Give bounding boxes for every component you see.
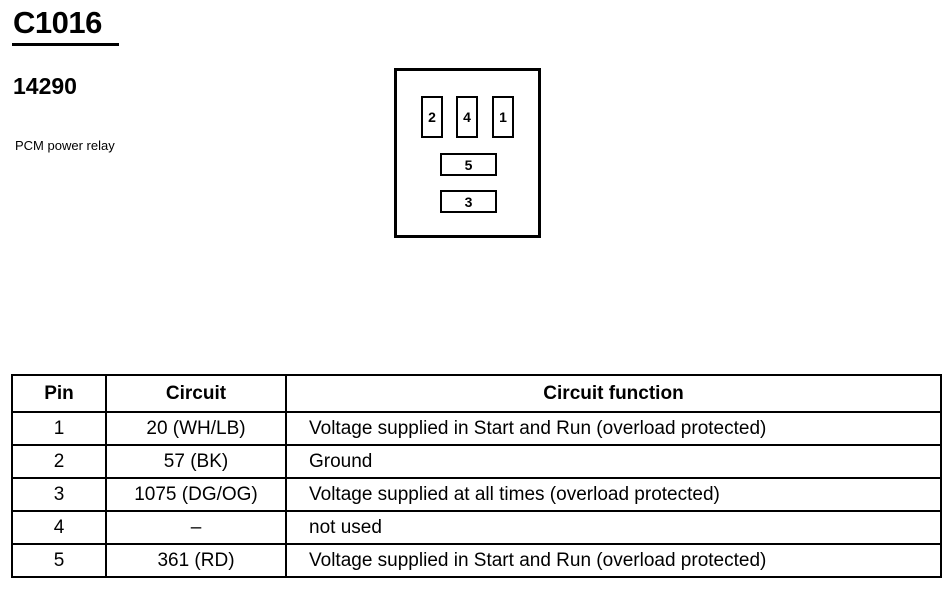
header-pin: Pin — [11, 374, 107, 413]
pin-cell: 3 — [11, 477, 107, 512]
pin-1-terminal: 1 — [492, 96, 514, 138]
pin-5-terminal: 5 — [440, 153, 497, 176]
pin-cell: 1 — [11, 411, 107, 446]
connector-id: C1016 — [13, 5, 102, 40]
pin-table: Pin Circuit Circuit function 1 20 (WH/LB… — [11, 374, 942, 578]
pin-4-terminal: 4 — [456, 96, 478, 138]
table-row: 5 361 (RD) Voltage supplied in Start and… — [11, 543, 942, 578]
circuit-cell: 20 (WH/LB) — [105, 411, 287, 446]
table-row: 4 – not used — [11, 510, 942, 545]
pin-cell: 4 — [11, 510, 107, 545]
circuit-cell: 57 (BK) — [105, 444, 287, 479]
header-circuit-function: Circuit function — [285, 374, 942, 413]
function-cell: Voltage supplied at all times (overload … — [285, 477, 942, 512]
function-cell: not used — [285, 510, 942, 545]
pin-cell: 2 — [11, 444, 107, 479]
table-row: 2 57 (BK) Ground — [11, 444, 942, 479]
table-row: 3 1075 (DG/OG) Voltage supplied at all t… — [11, 477, 942, 512]
pin-cell: 5 — [11, 543, 107, 578]
function-cell: Ground — [285, 444, 942, 479]
circuit-cell: 361 (RD) — [105, 543, 287, 578]
circuit-cell: 1075 (DG/OG) — [105, 477, 287, 512]
function-cell: Voltage supplied in Start and Run (overl… — [285, 543, 942, 578]
circuit-cell: – — [105, 510, 287, 545]
pin-3-terminal: 3 — [440, 190, 497, 213]
pin-2-terminal: 2 — [421, 96, 443, 138]
header-circuit: Circuit — [105, 374, 287, 413]
function-cell: Voltage supplied in Start and Run (overl… — [285, 411, 942, 446]
part-number: 14290 — [13, 73, 77, 99]
table-header-row: Pin Circuit Circuit function — [11, 374, 942, 413]
title-underline — [12, 43, 119, 46]
component-name: PCM power relay — [15, 138, 115, 153]
connector-face-diagram: 2 4 1 5 3 — [394, 68, 541, 238]
table-row: 1 20 (WH/LB) Voltage supplied in Start a… — [11, 411, 942, 446]
